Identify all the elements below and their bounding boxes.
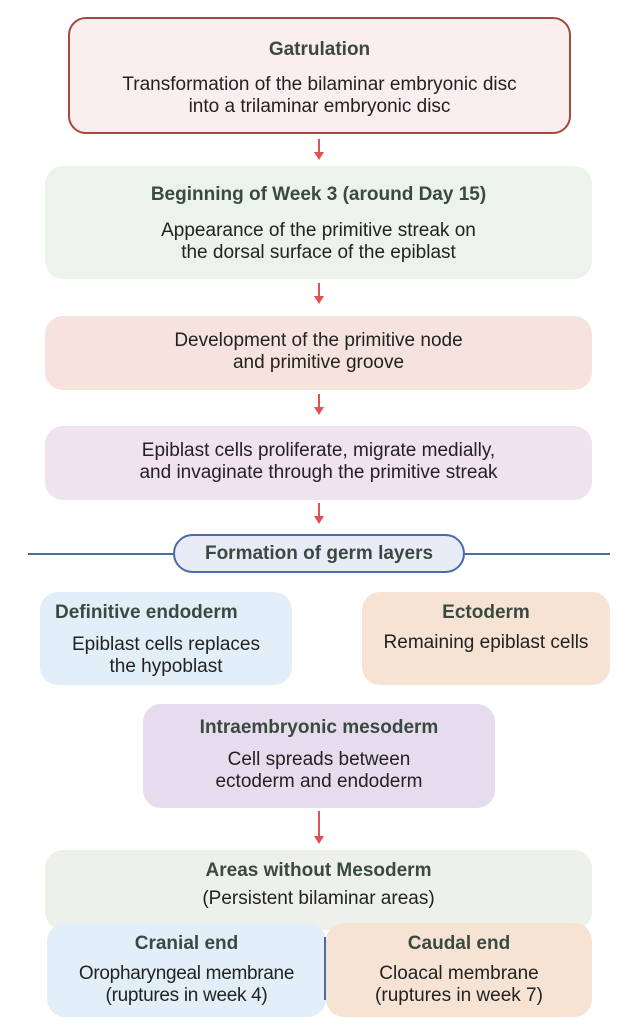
divider-left <box>28 553 174 555</box>
gastrulation-body: Transformation of the bilaminar embryoni… <box>122 74 517 117</box>
no-mesoderm-title: Areas without Mesoderm <box>205 860 432 881</box>
mesoderm-title: Intraembryonic mesoderm <box>199 717 439 738</box>
endoderm-box: Definitive endoderm Epiblast cells repla… <box>40 592 292 685</box>
caudal-end-box: Caudal end Cloacal membrane (ruptures in… <box>326 923 592 1017</box>
ectoderm-body: Remaining epiblast cells <box>383 632 589 653</box>
germ-layers-label: Formation of germ layers <box>173 534 465 573</box>
cranial-end-title: Cranial end <box>134 933 239 954</box>
mesoderm-body: Cell spreads between ectoderm and endode… <box>215 749 423 792</box>
ectoderm-box: Ectoderm Remaining epiblast cells <box>362 592 610 685</box>
node-groove-box: Development of the primitive node and pr… <box>45 316 592 390</box>
ectoderm-title: Ectoderm <box>442 602 530 623</box>
cranial-end-body: Oropharyngeal membrane (ruptures in week… <box>78 963 295 1006</box>
gastrulation-box: Gatrulation Transformation of the bilami… <box>68 17 571 134</box>
epiblast-migration-body: Epiblast cells proliferate, migrate medi… <box>139 440 498 483</box>
endoderm-body: Epiblast cells replaces the hypoblast <box>72 634 260 677</box>
no-mesoderm-box: Areas without Mesoderm (Persistent bilam… <box>45 850 592 930</box>
gastrulation-title: Gatrulation <box>268 39 371 60</box>
divider-right <box>464 553 610 555</box>
week3-box: Beginning of Week 3 (around Day 15) Appe… <box>45 166 592 279</box>
caudal-end-title: Caudal end <box>407 933 511 954</box>
epiblast-migration-box: Epiblast cells proliferate, migrate medi… <box>45 426 592 500</box>
week3-title: Beginning of Week 3 (around Day 15) <box>150 184 487 205</box>
endoderm-title: Definitive endoderm <box>55 602 238 623</box>
caudal-end-body: Cloacal membrane (ruptures in week 7) <box>375 963 543 1006</box>
mesoderm-box: Intraembryonic mesoderm Cell spreads bet… <box>143 704 495 808</box>
week3-body: Appearance of the primitive streak on th… <box>161 220 476 263</box>
germ-layers-title: Formation of germ layers <box>204 543 434 564</box>
node-groove-body: Development of the primitive node and pr… <box>174 330 463 373</box>
cranial-caudal-divider <box>324 937 326 1000</box>
no-mesoderm-body: (Persistent bilaminar areas) <box>202 888 435 909</box>
cranial-end-box: Cranial end Oropharyngeal membrane (rupt… <box>47 923 326 1017</box>
